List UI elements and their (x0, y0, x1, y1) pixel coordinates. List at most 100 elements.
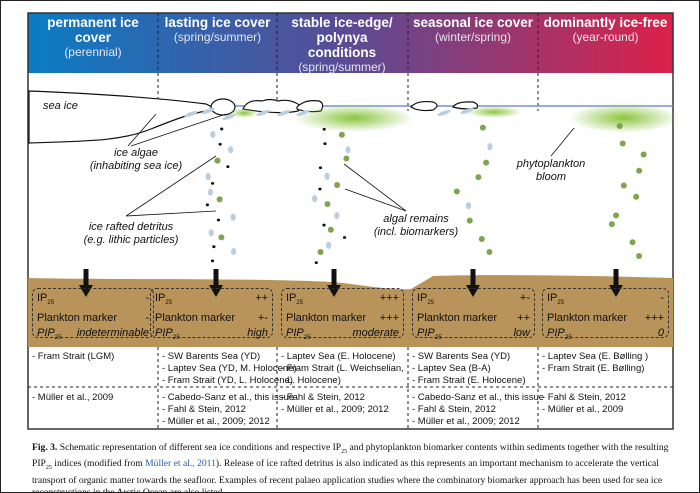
plankton-label: Plankton marker (155, 312, 236, 325)
location-item: - Fram Strait (L. Weichselian, (281, 363, 404, 374)
ice-algae (296, 109, 310, 117)
location-item: - Fram Strait (E. Holocene) (412, 375, 526, 386)
arrow-shaft (331, 269, 337, 287)
references-cell: - Cabedo-Sanz et al., this issue- Fahl &… (162, 392, 294, 428)
header-lasting-ice: lasting ice cover(spring/summer) (158, 15, 277, 71)
phytoplankton-particle (636, 252, 643, 259)
label-sea-ice: sea ice (43, 100, 78, 112)
reference-item: - Müller et al., 2009; 2012 (281, 404, 389, 415)
plankton-row: Plankton marker +- (155, 311, 268, 326)
label-line: phytoplankton (516, 158, 586, 170)
ice-algae-particle (487, 143, 493, 151)
column-subtitle: (spring/summer) (173, 30, 262, 44)
label-line: algal remains (383, 213, 449, 225)
column-title: dominantly ice-free (543, 15, 668, 30)
column-title: permanent ice cover (47, 15, 139, 45)
bloom-patch (230, 108, 258, 118)
lithic-particle (210, 259, 215, 263)
reference-item: - Müller et al., 2009 (542, 404, 624, 415)
ip25-value: - (660, 292, 664, 304)
location-item: - Laptev Sea (B-A) (412, 363, 491, 374)
ice-algae (256, 109, 270, 117)
phytoplankton-particle (483, 159, 490, 166)
phytoplankton-particle (327, 226, 334, 233)
phytoplankton-particle (486, 249, 493, 256)
ice-floes (210, 98, 479, 116)
citation-link[interactable]: Müller et al., 2011 (145, 458, 216, 470)
phytoplankton-particle (334, 181, 341, 188)
ip25-row: IP25- (547, 291, 664, 311)
label-line: (e.g. lithic particles) (83, 234, 179, 246)
phytoplankton-particle (616, 123, 623, 130)
phytoplankton-particle (619, 140, 626, 147)
phytoplankton-particle (479, 124, 486, 131)
column-subtitle: (year-round) (572, 30, 639, 44)
arrow-shaft (470, 269, 476, 287)
lithic-particle (212, 245, 216, 249)
reference-item: - Cabedo-Sanz et al., this issue (162, 392, 295, 403)
phytoplankton-particle (613, 212, 620, 219)
pip25-value: low (513, 327, 530, 340)
ice-algae (437, 109, 451, 117)
location-item: - Fram Strait (LGM) (32, 351, 115, 362)
ip25-value: +++ (379, 292, 399, 304)
plankton-value: +++ (379, 312, 399, 325)
ice-algae-particle (207, 188, 214, 196)
ip25-row: IP25+++ (286, 291, 399, 311)
ice-algae-particle (325, 241, 332, 249)
header-seasonal-ice: seasonal ice cover(winter/spring) (408, 15, 538, 71)
location-item: - Laptev Sea (YD, M. Holocene) (162, 363, 297, 374)
sinking-particles (184, 107, 647, 265)
plankton-value: - (145, 312, 149, 325)
phytoplankton-particle (633, 193, 640, 200)
reference-item: - Fahl & Stein, 2012 (542, 392, 626, 403)
plankton-label: Plankton marker (286, 312, 367, 325)
location-item: - Laptev Sea (E. Holocene) (281, 351, 396, 362)
phytoplankton-particle (620, 182, 627, 189)
locations-cell: - SW Barents Sea (YD)- Laptev Sea (B-A)-… (412, 351, 526, 387)
reference-item: - Fahl & Stein, 2012 (162, 404, 246, 415)
plankton-label: Plankton marker (37, 312, 118, 325)
label-line: (inhabiting sea ice) (89, 160, 183, 172)
phytoplankton-particle (317, 249, 324, 256)
ip25-row: IP25++ (155, 291, 268, 311)
column-title: lasting ice cover (164, 15, 271, 30)
ip25-label: IP25 (155, 292, 173, 307)
figure-frame (27, 12, 674, 430)
ice-algae-particle (208, 229, 214, 237)
pip25-value: indeterminable (76, 327, 149, 340)
lithic-particle (226, 165, 230, 168)
locations-cell: - SW Barents Sea (YD)- Laptev Sea (YD, M… (162, 351, 297, 387)
header-permanent-ice: permanent ice cover(perennial) (28, 15, 158, 71)
phytoplankton-particle (216, 196, 223, 203)
label-algal-remains: algal remains(incl. biomarkers) (356, 213, 476, 239)
lithic-particle (205, 203, 210, 207)
label-line: ice rafted detritus (88, 221, 174, 233)
reference-item: - Müller et al., 2009; 2012 (412, 416, 520, 427)
phytoplankton-particle (218, 234, 225, 241)
label-line: bloom (536, 171, 566, 183)
label-line: ice algae (113, 147, 159, 159)
plankton-value: ++ (517, 312, 530, 325)
label-ice-algae: ice algae(inhabiting sea ice) (76, 147, 196, 173)
caption-text: ). Release of ice rafted detritus is als… (32, 458, 663, 493)
ip25-row: IP25- (37, 291, 149, 311)
header-ice-free: dominantly ice-free(year-round) (538, 15, 673, 71)
ip25-value: - (145, 292, 149, 304)
reference-item: - Müller et al., 2009; 2012 (162, 416, 270, 427)
lithic-particle (216, 218, 221, 222)
location-item: - Laptev Sea (E. Bølling ) (542, 351, 649, 362)
pip25-value: moderate (352, 327, 399, 340)
ip25-row: IP25+- (417, 291, 530, 311)
pip25-label: PIP25 (155, 327, 180, 342)
label-ice-rafted-detritus: ice rafted detritus(e.g. lithic particle… (71, 221, 191, 247)
ice-algae-particle (228, 146, 234, 154)
plankton-value: +- (257, 312, 268, 325)
location-item: L. Holocene) (287, 375, 341, 386)
ice-algae-particle (205, 173, 211, 181)
